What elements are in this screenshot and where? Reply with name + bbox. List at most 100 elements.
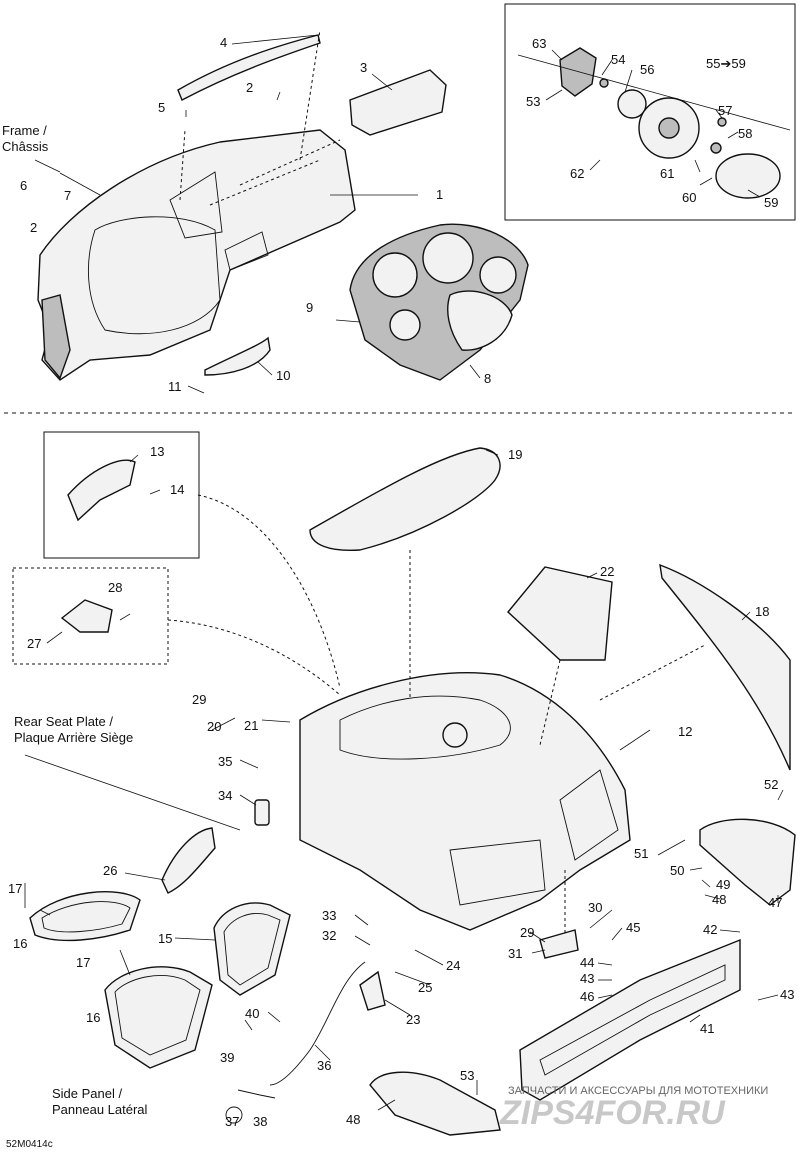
callout-32: 31: [508, 946, 522, 961]
watermark-logo: ZIPS4FOR.RU: [499, 1094, 726, 1132]
callout-29-a: 28: [108, 580, 122, 595]
callout-14: 14: [170, 482, 184, 497]
part-rear-bumper-48-left: [369, 1071, 501, 1136]
callout-1: 1: [436, 187, 443, 202]
part-side-panel-15-a: [213, 902, 291, 996]
inset-speaker-parts: [559, 47, 781, 199]
callout-63: 62: [570, 166, 584, 181]
callout-labels: 1 2 2 3 4 5 6 7 8 9 10 11 12 13 14 15 16…: [8, 35, 794, 1129]
part-bracket-27: [60, 599, 113, 633]
part-side-panel-vent-lower: [29, 891, 141, 942]
part-vent-26: [161, 827, 216, 894]
callout-64: 63: [532, 36, 546, 51]
callout-59: 58: [738, 126, 752, 141]
callout-62: 61: [660, 166, 674, 181]
part-seat-cushion-19: [309, 447, 501, 552]
callout-51: 50: [670, 863, 684, 878]
callout-42: 41: [700, 1021, 714, 1036]
callout-34: 33: [322, 908, 336, 923]
callout-10: 10: [276, 368, 290, 383]
callout-18: 18: [755, 604, 769, 619]
callout-6: 6: [20, 178, 27, 193]
callout-43-b: 43: [780, 987, 794, 1002]
callout-48-right: 47: [768, 895, 782, 910]
part-dashboard-frame: [37, 129, 356, 381]
callout-23: 23: [406, 1012, 420, 1027]
part-window-22: [507, 566, 613, 661]
part-side-trim-18: [659, 563, 791, 771]
callout-8: 8: [484, 371, 491, 386]
callout-17-b: 17: [76, 955, 90, 970]
callout-19: 19: [508, 447, 522, 462]
callout-61: 60: [682, 190, 696, 205]
callout-43-a: 42: [703, 922, 717, 937]
callout-41: 40: [245, 1006, 259, 1021]
callout-53-left: 53: [460, 1068, 474, 1083]
callout-46: 45: [626, 920, 640, 935]
callout-3: 3: [360, 60, 367, 75]
callout-24: 24: [446, 958, 460, 973]
part-cover-pad: [349, 69, 447, 136]
callout-56: 54: [611, 52, 625, 67]
rear-seat-plate-label-en: Rear Seat Plate /: [14, 714, 113, 729]
callout-16-a: 16: [13, 936, 27, 951]
part-handle-bar: [177, 34, 321, 101]
callout-4: 4: [220, 35, 227, 50]
callout-16-b: 16: [86, 1010, 100, 1025]
part-trim-plate-10: [204, 336, 271, 376]
part-rear-bumper-48-right: [699, 818, 796, 906]
part-side-panel-15-b: [104, 966, 213, 1069]
rear-seat-plate-label-fr: Plaque Arrière Siège: [14, 730, 133, 745]
part-bracket-23: [359, 970, 386, 1011]
callout-54: 53: [526, 94, 540, 109]
callout-39: 38: [253, 1114, 267, 1129]
part-damper-35: [254, 799, 270, 826]
callout-52: 51: [634, 846, 648, 861]
callout-47: 46: [580, 989, 594, 1004]
callout-21: 21: [244, 718, 258, 733]
drawing-code: 52M0414c: [6, 1139, 53, 1150]
callout-40: 39: [220, 1050, 234, 1065]
leader-lines: [24, 34, 791, 1111]
callout-7: 7: [64, 188, 71, 203]
bracket-13-inset: [43, 431, 200, 559]
watermark-tagline: ЗАПЧАСТИ И АКСЕССУАРЫ ДЛЯ МОТОТЕХНИКИ: [508, 1085, 768, 1097]
callout-30: 29: [520, 925, 534, 940]
callout-35: 34: [218, 788, 232, 803]
callout-15: 15: [158, 931, 172, 946]
callout-58: 57: [718, 103, 732, 118]
callout-20: 20: [207, 719, 221, 734]
callout-25: 25: [418, 980, 432, 995]
callout-48-left: 48: [346, 1112, 360, 1127]
detail-inset-frame: [504, 3, 796, 221]
callout-2-lower: 2: [30, 220, 37, 235]
callout-53-right: 52: [764, 777, 778, 792]
callout-13: 13: [150, 444, 164, 459]
callout-36: 35: [218, 754, 232, 769]
side-panel-label-en: Side Panel /: [52, 1086, 122, 1101]
callout-37: 36: [317, 1058, 331, 1073]
section-annotations: Frame / Châssis Rear Seat Plate / Plaque…: [2, 123, 148, 1117]
part-rear-body-12: [299, 672, 631, 931]
callout-44: 43: [580, 971, 594, 986]
callout-22: 22: [600, 564, 614, 579]
callout-27: 27: [27, 636, 41, 651]
callout-57: 56: [640, 62, 654, 77]
dashed-reference-lines: [167, 29, 706, 935]
part-cable-37: [225, 961, 366, 1124]
callout-31: 30: [588, 900, 602, 915]
callout-kit-55-59: 55➔59: [706, 56, 746, 71]
part-bracket-13: [67, 459, 136, 522]
callout-60: 59: [764, 195, 778, 210]
callout-33: 32: [322, 928, 336, 943]
callout-29-b: 29: [192, 692, 206, 707]
part-gauge-bezel: [349, 223, 529, 381]
callout-45: 44: [580, 955, 594, 970]
part-bracket-30: [539, 929, 579, 959]
frame-label-fr: Châssis: [2, 139, 49, 154]
callout-50: 49: [716, 877, 730, 892]
callout-26: 26: [103, 863, 117, 878]
callout-2-upper: 2: [246, 80, 253, 95]
callout-9: 9: [306, 300, 313, 315]
